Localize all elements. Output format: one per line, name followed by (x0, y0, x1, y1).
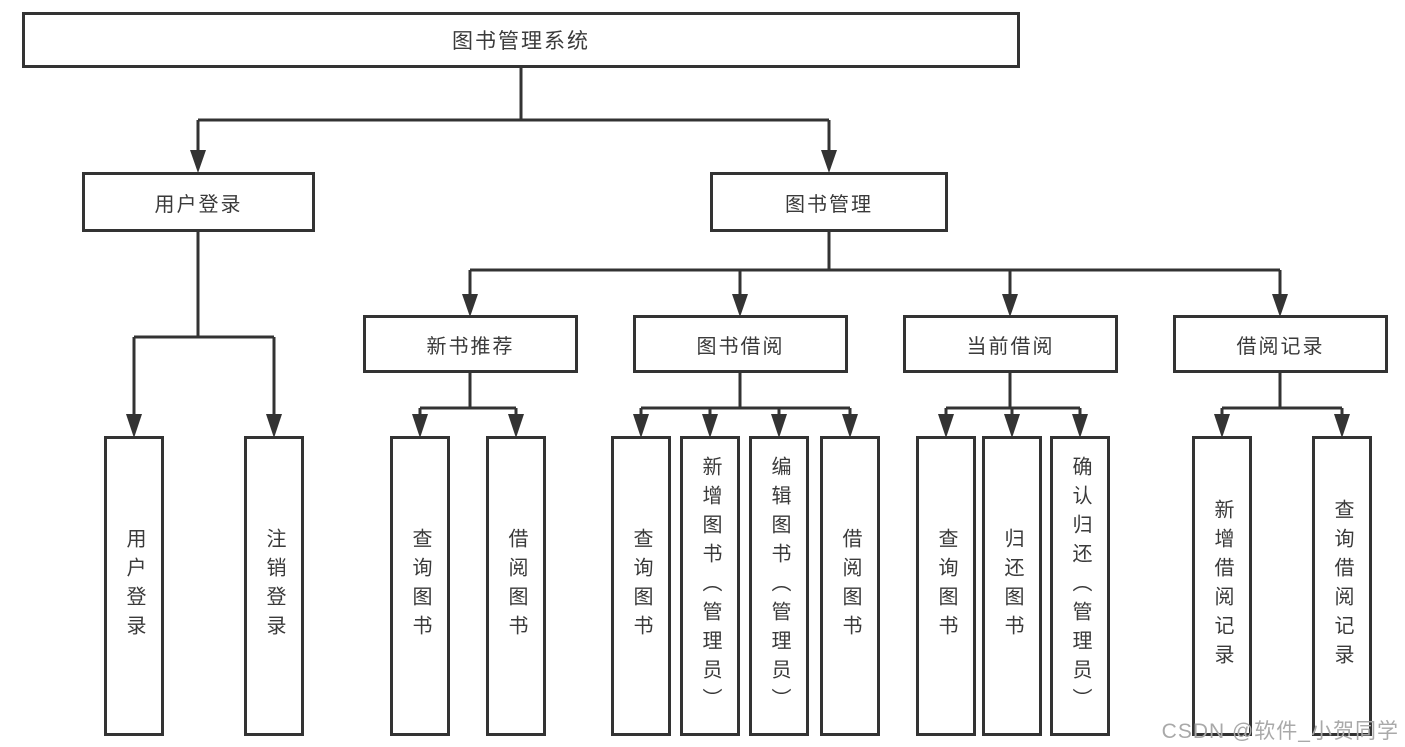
node-borrow-records: 借阅记录 (1173, 315, 1388, 373)
leaf-query-books-recommend: 查询图书 (390, 436, 450, 736)
leaf-add-book-admin-label: 新增图书（管理员） (699, 455, 721, 717)
leaf-borrow-books-label: 借阅图书 (839, 528, 861, 644)
leaf-query-borrow-record-label: 查询借阅记录 (1331, 499, 1353, 673)
leaf-borrow-books-recommend-label: 借阅图书 (505, 528, 527, 644)
leaf-user-login: 用户登录 (104, 436, 164, 736)
leaf-query-borrow-record: 查询借阅记录 (1312, 436, 1372, 736)
node-book-management: 图书管理 (710, 172, 948, 232)
arrowheads (126, 150, 1350, 438)
leaf-logout: 注销登录 (244, 436, 304, 736)
node-new-book-recommend-label: 新书推荐 (426, 335, 515, 358)
connector-new-book-children (418, 371, 518, 420)
leaf-return-books: 归还图书 (982, 436, 1042, 736)
node-current-borrow: 当前借阅 (903, 315, 1118, 373)
connector-current-borrow-children (944, 371, 1082, 420)
node-user-login: 用户登录 (82, 172, 315, 232)
leaf-add-book-admin: 新增图书（管理员） (680, 436, 740, 736)
node-current-borrow-label: 当前借阅 (966, 335, 1055, 358)
leaf-query-books-current-label: 查询图书 (935, 528, 957, 644)
connector-book-borrow-children (639, 371, 852, 420)
leaf-user-login-label: 用户登录 (123, 528, 145, 644)
leaf-edit-book-admin: 编辑图书（管理员） (749, 436, 809, 736)
node-book-management-label: 图书管理 (785, 193, 873, 216)
leaf-logout-label: 注销登录 (263, 528, 285, 644)
node-user-login-label: 用户登录 (154, 193, 243, 216)
node-root: 图书管理系统 (22, 12, 1020, 68)
leaf-add-borrow-record: 新增借阅记录 (1192, 436, 1252, 736)
leaf-add-borrow-record-label: 新增借阅记录 (1211, 499, 1233, 673)
connector-book-management-children (468, 230, 1282, 300)
leaf-borrow-books: 借阅图书 (820, 436, 880, 736)
leaf-query-books-recommend-label: 查询图书 (409, 528, 431, 644)
leaf-query-books-borrow-label: 查询图书 (630, 528, 652, 644)
leaf-edit-book-admin-label: 编辑图书（管理员） (768, 455, 790, 717)
connector-root-to-level2 (196, 65, 831, 156)
node-new-book-recommend: 新书推荐 (363, 315, 578, 373)
leaf-return-books-label: 归还图书 (1001, 528, 1023, 644)
connector-user-login-children (132, 230, 276, 420)
node-root-label: 图书管理系统 (452, 30, 590, 53)
csdn-watermark: CSDN @软件_小贺同学 (1161, 720, 1399, 743)
node-book-borrow-label: 图书借阅 (696, 335, 785, 358)
connector-borrow-records-children (1220, 371, 1344, 420)
leaf-query-books-current: 查询图书 (916, 436, 976, 736)
leaf-borrow-books-recommend: 借阅图书 (486, 436, 546, 736)
leaf-confirm-return-admin-label: 确认归还（管理员） (1069, 455, 1091, 717)
leaf-confirm-return-admin: 确认归还（管理员） (1050, 436, 1110, 736)
node-borrow-records-label: 借阅记录 (1236, 335, 1325, 358)
node-book-borrow: 图书借阅 (633, 315, 848, 373)
leaf-query-books-borrow: 查询图书 (611, 436, 671, 736)
